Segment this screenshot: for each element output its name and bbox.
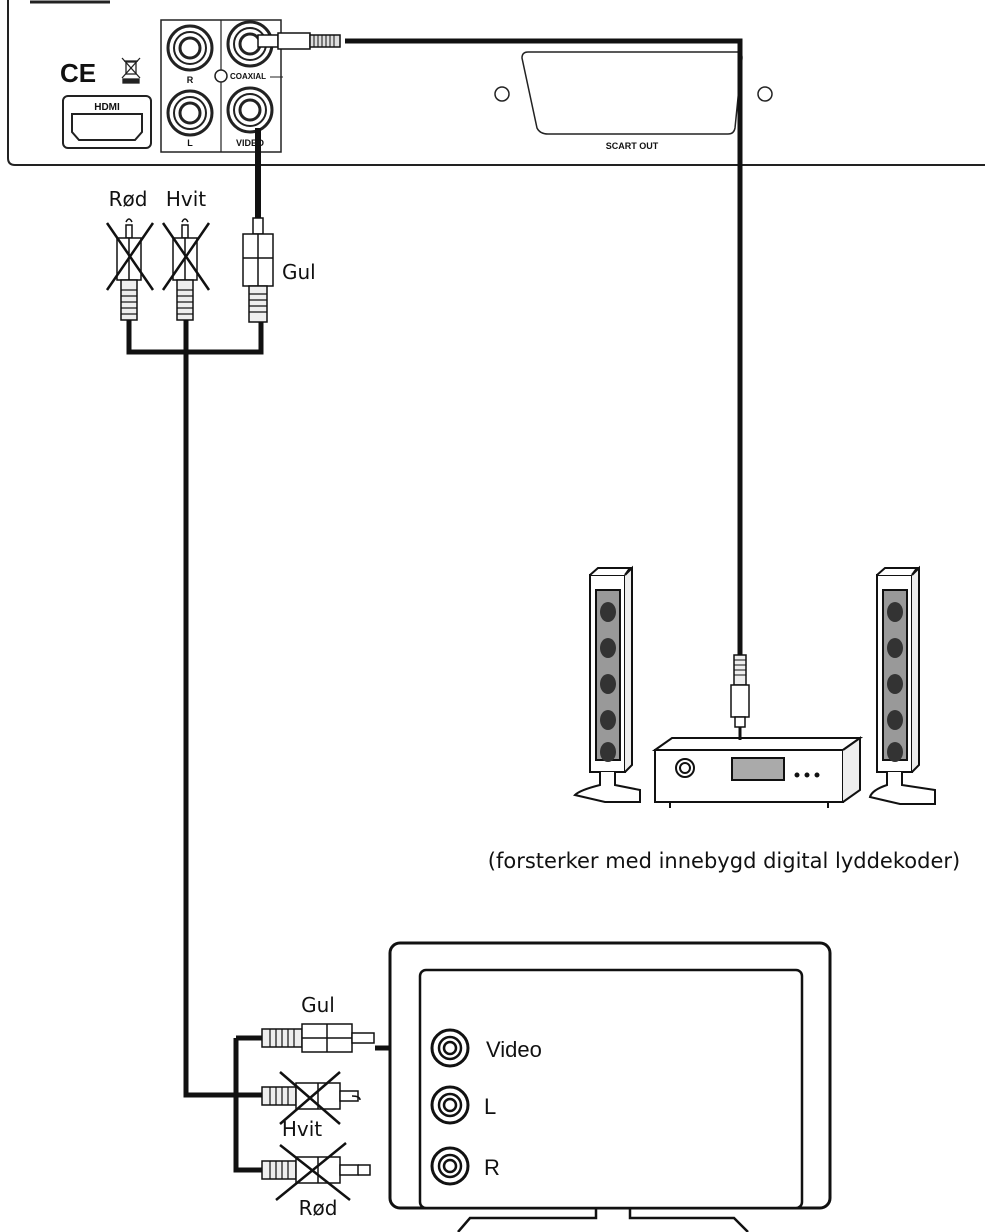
- white-plug-tv: [261, 1071, 361, 1125]
- scart-out-port: SCART OUT: [494, 51, 773, 151]
- device-rear-panel: CE HDMI R: [7, 0, 985, 166]
- yellow-plug-top: [242, 217, 274, 323]
- white-plug-top: [161, 218, 211, 321]
- red-plug-tv: [261, 1142, 371, 1201]
- cross-out-icon: [105, 222, 155, 291]
- main-av-cable: [183, 320, 236, 1098]
- jack-l-label: L: [187, 138, 193, 148]
- video-jack-label: VIDEO: [236, 138, 264, 148]
- tv-video-jack: [430, 1028, 470, 1068]
- jack-l-audio: [166, 89, 214, 137]
- coaxial-cable: [345, 38, 743, 655]
- ce-mark: CE: [60, 58, 96, 88]
- coaxial-label: COAXIAL: [230, 72, 266, 81]
- tv-l-label: L: [484, 1094, 496, 1119]
- cross-out-icon: [275, 1142, 351, 1201]
- tv-r-jack: [430, 1146, 470, 1186]
- tv-r-label: R: [484, 1155, 500, 1180]
- red-plug-top: [105, 218, 155, 321]
- ground-screw-icon: [214, 69, 228, 83]
- coaxial-plug-amplifier: [730, 654, 750, 740]
- cross-out-icon: [161, 222, 211, 291]
- yellow-plug-label: Gul: [282, 260, 316, 284]
- yellow-plug-tv: [261, 1023, 375, 1053]
- hdmi-port: HDMI: [62, 95, 152, 149]
- top-rca-plugs: Rød Hvit Gul: [105, 187, 316, 323]
- right-speaker-icon: [868, 565, 936, 805]
- jack-r-label: R: [187, 75, 194, 85]
- tv-white-plug-label: Hvit: [282, 1117, 322, 1141]
- tv-plug-branches: [233, 1035, 265, 1173]
- rca-jack-block: R L COAXIAL VIDEO: [160, 19, 283, 153]
- weee-bin-icon: [121, 57, 141, 84]
- red-plug-label: Rød: [109, 187, 148, 211]
- jack-r-audio: [166, 24, 214, 72]
- white-plug-label: Hvit: [166, 187, 206, 211]
- left-speaker-icon: [573, 565, 641, 803]
- receiver-box-icon: [651, 736, 864, 808]
- tv-yellow-plug-label: Gul: [301, 993, 335, 1017]
- top-plug-bundle: [126, 320, 264, 355]
- tv-rca-plugs: Gul Hvit Rød: [261, 993, 375, 1220]
- tv-set: Video L R: [388, 941, 832, 1232]
- coaxial-plug-top: [257, 32, 341, 50]
- amplifier-caption: (forsterker med innebygd digital lyddeko…: [488, 849, 960, 873]
- scart-out-label: SCART OUT: [606, 141, 659, 151]
- hdmi-label: HDMI: [94, 102, 120, 113]
- tv-video-label: Video: [486, 1037, 542, 1062]
- tv-red-plug-label: Rød: [299, 1196, 338, 1220]
- jack-video: [226, 86, 274, 134]
- tv-l-jack: [430, 1085, 470, 1125]
- cross-out-icon: [279, 1071, 341, 1125]
- amplifier-system: (forsterker med innebygd digital lyddeko…: [488, 565, 960, 873]
